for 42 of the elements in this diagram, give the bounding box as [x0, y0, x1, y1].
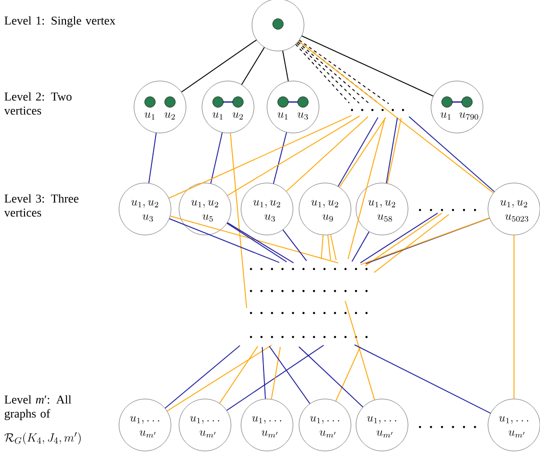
connector-line: [273, 132, 287, 184]
level-label: Level m′: All graphs of: [4, 395, 72, 420]
connector-line: [181, 40, 257, 92]
connector-line: [352, 231, 370, 262]
connector-line: [338, 117, 378, 187]
connector-line: [320, 234, 324, 260]
connector-line: [210, 132, 223, 184]
connector-line: [282, 229, 308, 262]
connector-line: [168, 218, 280, 263]
connector-line: [330, 234, 337, 261]
level-label: Level 3: Three vertices: [4, 194, 78, 217]
connector-line: [226, 344, 324, 411]
connector-line: [354, 344, 492, 414]
level-label: Level 1: Single vertex: [4, 16, 116, 28]
connector-line: [327, 234, 332, 260]
connector-line: [270, 346, 281, 400]
connector-line: [241, 46, 265, 86]
connector-line: [166, 344, 272, 412]
connector-line: [335, 346, 361, 402]
level-label: $\mathcal{R}_G(K_4, J_4, m')$: [4, 432, 81, 445]
connector-line: [282, 50, 289, 82]
connector-line: [298, 346, 364, 408]
connector-line: [298, 40, 494, 194]
connector-line: [301, 35, 434, 97]
connector-line: [408, 116, 495, 192]
connector-line: [295, 44, 350, 104]
connector-line: [227, 116, 360, 196]
connector-line: [344, 300, 375, 400]
connector-line: [148, 132, 157, 184]
connector-line: [268, 346, 310, 404]
connector-line: [164, 345, 240, 409]
connector-line: [296, 42, 360, 104]
connector-line: [230, 132, 248, 308]
connector-line: [168, 115, 352, 199]
connector-line: [339, 116, 386, 188]
connector-line: [170, 216, 339, 264]
connector-line: [286, 116, 368, 192]
level-label: Level 2: Two vertices: [4, 92, 72, 115]
connector-line: [386, 118, 398, 184]
connector-line: [262, 346, 266, 400]
connector-line: [219, 346, 258, 404]
connector-line: [386, 117, 402, 184]
